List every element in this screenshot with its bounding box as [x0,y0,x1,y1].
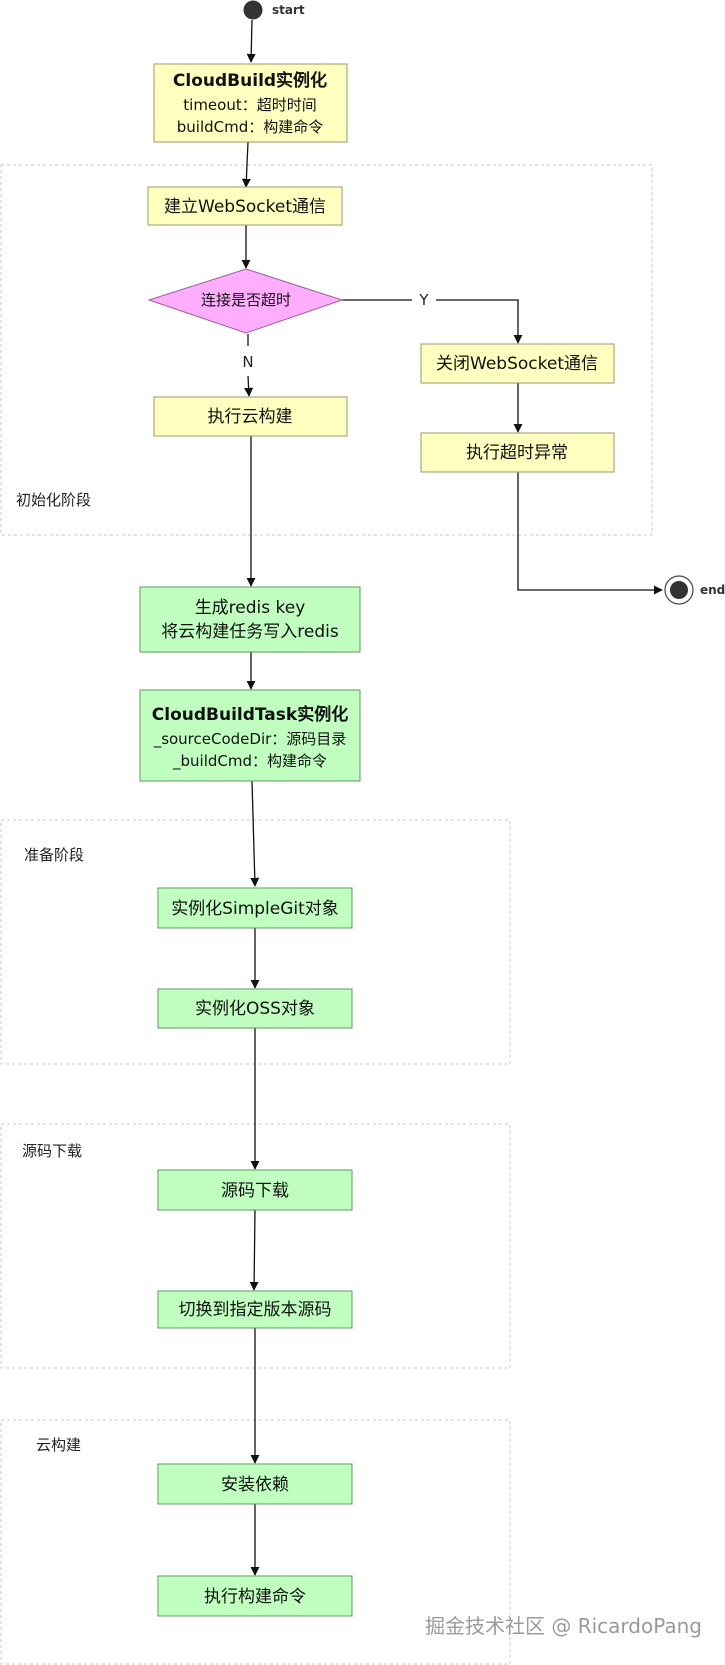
exec-build-cmd-text: 执行构建命令 [204,1587,306,1607]
start-label: start [272,3,305,17]
group-init-label: 初始化阶段 [16,491,91,509]
oss-text: 实例化OSS对象 [195,999,315,1019]
edge-label-no: N [242,353,253,371]
exec-cloud-build-node [153,396,348,437]
group-download-label: 源码下载 [22,1142,82,1160]
switch-version-text: 切换到指定版本源码 [179,1300,332,1320]
switch-version-node [157,1290,353,1329]
group-cloud-label: 云构建 [36,1436,81,1454]
simplegit-text: 实例化SimpleGit对象 [171,899,339,919]
cloudbuild-line2: buildCmd：构建命令 [177,118,324,136]
close-websocket-node [420,343,615,384]
edge-exception-to-end [517,472,663,595]
cloudbuild-node [153,63,348,143]
oss-node [157,988,353,1029]
install-deps-node [157,1463,353,1505]
group-init [0,164,653,536]
close-websocket-text: 关闭WebSocket通信 [436,354,598,374]
timeout-exception-text: 执行超时异常 [466,443,568,463]
group-prepare [0,819,511,1065]
install-deps-text: 安装依赖 [221,1475,289,1495]
timeout-check-node [147,268,344,334]
edge-check-yes-b [436,299,523,344]
cloudbuildtask-line1: _sourceCodeDir：源码目录 [153,730,347,749]
websocket-node [147,186,343,226]
timeout-check-text: 连接是否超时 [201,291,291,309]
simplegit-node [157,887,353,929]
exec-cloud-build-text: 执行云构建 [208,407,293,427]
cloudbuildtask-title: CloudBuildTask实例化 [152,704,348,725]
redis-line2: 将云构建任务写入redis [161,622,339,642]
end-node-core [670,581,688,599]
cloudbuildtask-line2: _buildCmd：构建命令 [172,752,327,771]
group-prepare-label: 准备阶段 [24,846,84,864]
start-node-icon [243,0,263,20]
edge-download-to-switch [249,1209,259,1291]
edge-label-yes: Y [418,291,429,309]
download-node [157,1169,353,1211]
cloudbuildtask-node [139,689,361,782]
exec-build-cmd-node [157,1575,353,1617]
cloudbuild-line1: timeout：超时时间 [183,96,316,114]
end-label: end [700,583,725,597]
edge-cloudbuild-to-websocket [241,141,251,188]
timeout-exception-node [420,432,615,473]
download-text: 源码下载 [221,1181,289,1201]
edge-task-to-simplegit [250,780,260,887]
websocket-text: 建立WebSocket通信 [164,197,326,217]
edge-start-to-cloudbuild [246,19,256,63]
watermark-text: 掘金技术社区 @ RicardoPang [425,1614,702,1638]
redis-node [139,586,361,653]
edge-check-no-b [244,375,254,397]
redis-line1: 生成redis key [195,598,306,618]
cloudbuild-title: CloudBuild实例化 [173,70,327,91]
